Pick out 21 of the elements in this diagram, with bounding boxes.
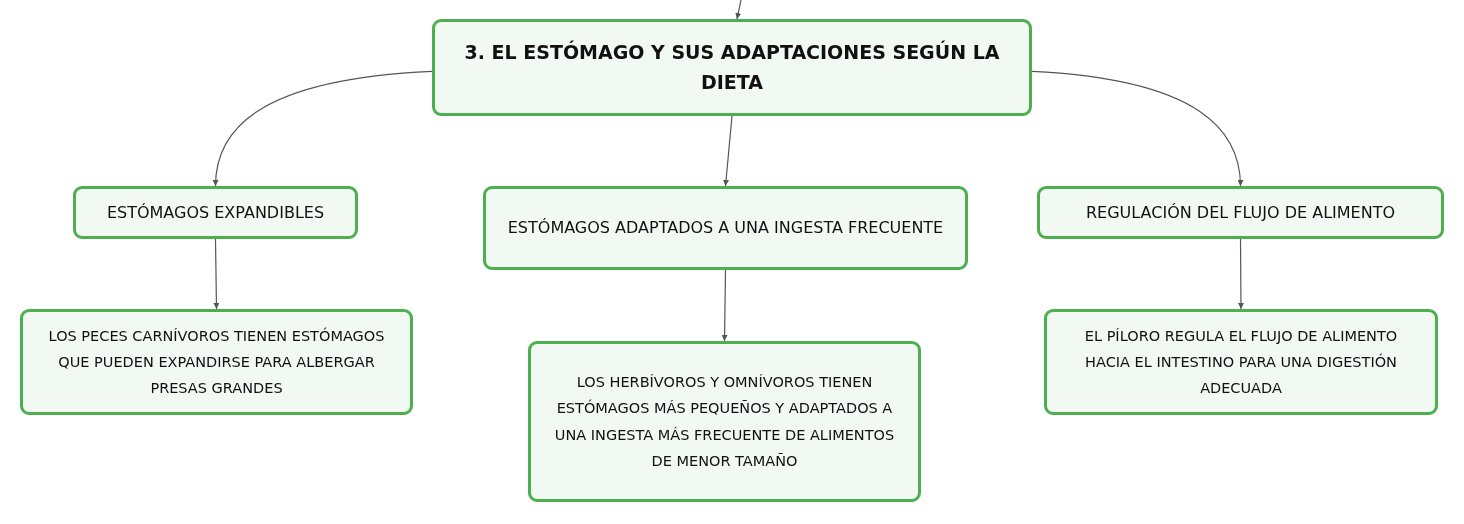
node-text: LOS HERBÍVOROS Y OMNÍVOROS TIENEN ESTÓMAGOS MÁS PEQUEÑOS Y ADAPTADOS A UNA INGESTA MÁS FRECUENTE DE ALIMENTOS DE MENOR TAMAÑO xyxy=(553,373,896,471)
arrow xyxy=(735,0,742,20)
node-text: EL PÍLORO REGULA EL FLUJO DE ALIMENTO HACIA EL INTESTINO PARA UNA DIGESTIÓN ADECUADA xyxy=(1083,326,1399,399)
topic-box xyxy=(432,19,1032,116)
subtopic-box xyxy=(483,186,968,270)
node-text: REGULACIÓN DEL FLUJO DE ALIMENTO xyxy=(1086,201,1395,224)
arrow xyxy=(1237,238,1244,310)
arrow xyxy=(723,115,733,187)
detail-box xyxy=(1044,309,1438,415)
node-text: LOS PECES CARNÍVOROS TIENEN ESTÓMAGOS QUE PUEDEN EXPANDIRSE PARA ALBERGAR PRESAS GRANDES xyxy=(47,326,386,399)
arrow xyxy=(1031,70,1244,187)
node-text: ESTÓMAGOS ADAPTADOS A UNA INGESTA FRECUENTE xyxy=(507,217,944,240)
node-text: ESTÓMAGOS EXPANDIBLES xyxy=(106,201,325,224)
detail-box xyxy=(528,341,921,502)
subtopic-box xyxy=(1037,186,1444,239)
subtopic-box xyxy=(73,186,358,239)
node-text: 3. EL ESTÓMAGO Y SUS ADAPTACIONES SEGÚN LA DIETA xyxy=(463,39,1001,95)
detail-box xyxy=(20,309,413,415)
arrow xyxy=(212,70,433,187)
arrow xyxy=(721,269,728,342)
arrow xyxy=(213,238,220,310)
